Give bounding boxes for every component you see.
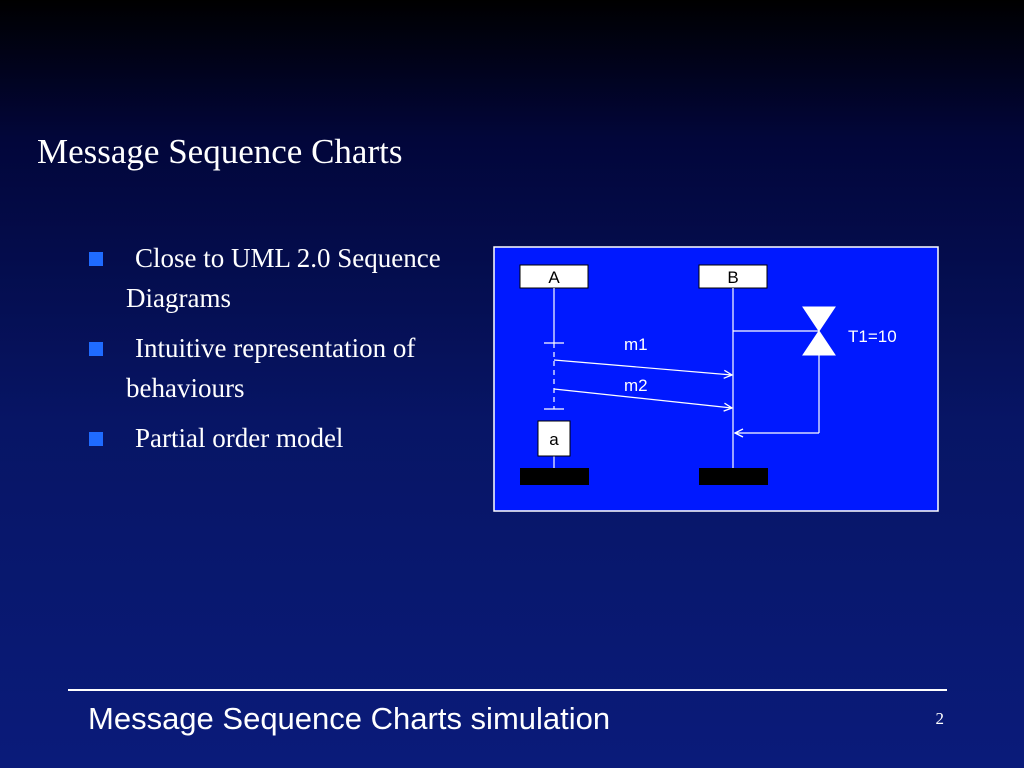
square-bullet-icon	[89, 432, 103, 446]
message-m2-label: m2	[624, 376, 648, 395]
msc-diagram-svg: A B a m1 m2 T1=10	[493, 246, 939, 512]
diagram-frame	[493, 246, 939, 512]
message-m1-label: m1	[624, 335, 648, 354]
instance-end-b	[699, 468, 768, 485]
footer-divider	[68, 689, 947, 691]
bullet-text: Intuitive representation of behaviours	[126, 333, 416, 403]
instance-end-a	[520, 468, 589, 485]
bullet-text: Close to UML 2.0 Sequence Diagrams	[126, 243, 441, 313]
bullet-list: Close to UML 2.0 Sequence Diagrams Intui…	[88, 238, 468, 468]
bullet-text: Partial order model	[135, 423, 344, 453]
action-label: a	[549, 430, 559, 449]
message-m2-arrow	[553, 388, 732, 408]
hourglass-timer-icon	[802, 306, 836, 356]
timer-label: T1=10	[848, 327, 897, 346]
bullet-item: Partial order model	[88, 418, 468, 458]
msc-diagram: A B a m1 m2 T1=10	[493, 246, 939, 512]
page-number: 2	[935, 709, 945, 728]
action-box	[537, 420, 571, 457]
footer-title: Message Sequence Charts simulation	[88, 701, 611, 736]
message-m1-arrow	[553, 359, 732, 375]
square-bullet-icon	[89, 252, 103, 266]
bullet-item: Intuitive representation of behaviours	[88, 328, 468, 408]
slide-title: Message Sequence Charts	[37, 132, 403, 171]
instance-label-a: A	[548, 268, 560, 287]
square-bullet-icon	[89, 342, 103, 356]
instance-label-b: B	[727, 268, 738, 287]
bullet-item: Close to UML 2.0 Sequence Diagrams	[88, 238, 468, 318]
